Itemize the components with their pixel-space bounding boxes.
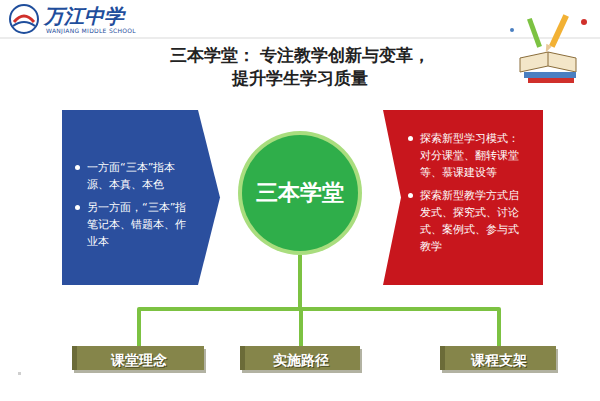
slide-title: 三本学堂： 专注教学创新与变革，提升学生学习质量 (130, 44, 470, 90)
bullet-text: 一方面“三本”指本源、本真、本色 (74, 159, 192, 193)
category-label: 课程支架 (471, 351, 527, 369)
bullet-text: 另一方面，“三本”指笔记本、错题本、作业本 (74, 199, 192, 250)
bullet-text: 探索新型学习模式：对分课堂、翻转课堂等、慕课建设等 (407, 130, 519, 181)
center-label: 三本学堂 (256, 180, 344, 206)
title-illustration (18, 372, 21, 375)
category-box: 课堂理念 (72, 346, 206, 373)
school-name: 万江中学 (44, 4, 124, 28)
category-box: 实施路径 (240, 346, 362, 373)
category-label: 实施路径 (273, 351, 329, 369)
shape-outline (62, 110, 220, 285)
bullet-text: 探索新型教学方式启发式、探究式、讨论式、案例式、参与式教学 (407, 187, 519, 255)
school-name-english: WANJIANG MIDDLE SCHOOL (46, 27, 136, 35)
blue-arrow-panel: 一方面“三本”指本源、本真、本色另一方面，“三本”指笔记本、错题本、作业本 (62, 110, 220, 285)
category-box: 课程支架 (440, 346, 558, 373)
category-label: 课堂理念 (111, 351, 167, 369)
red-chevron-panel: 探索新型学习模式：对分课堂、翻转课堂等、慕课建设等探索新型教学方式启发式、探究式… (383, 110, 543, 285)
school-emblem (10, 5, 38, 33)
books-illustration (510, 14, 587, 83)
center-circle: 三本学堂 (238, 131, 362, 255)
header-rule (0, 38, 600, 39)
